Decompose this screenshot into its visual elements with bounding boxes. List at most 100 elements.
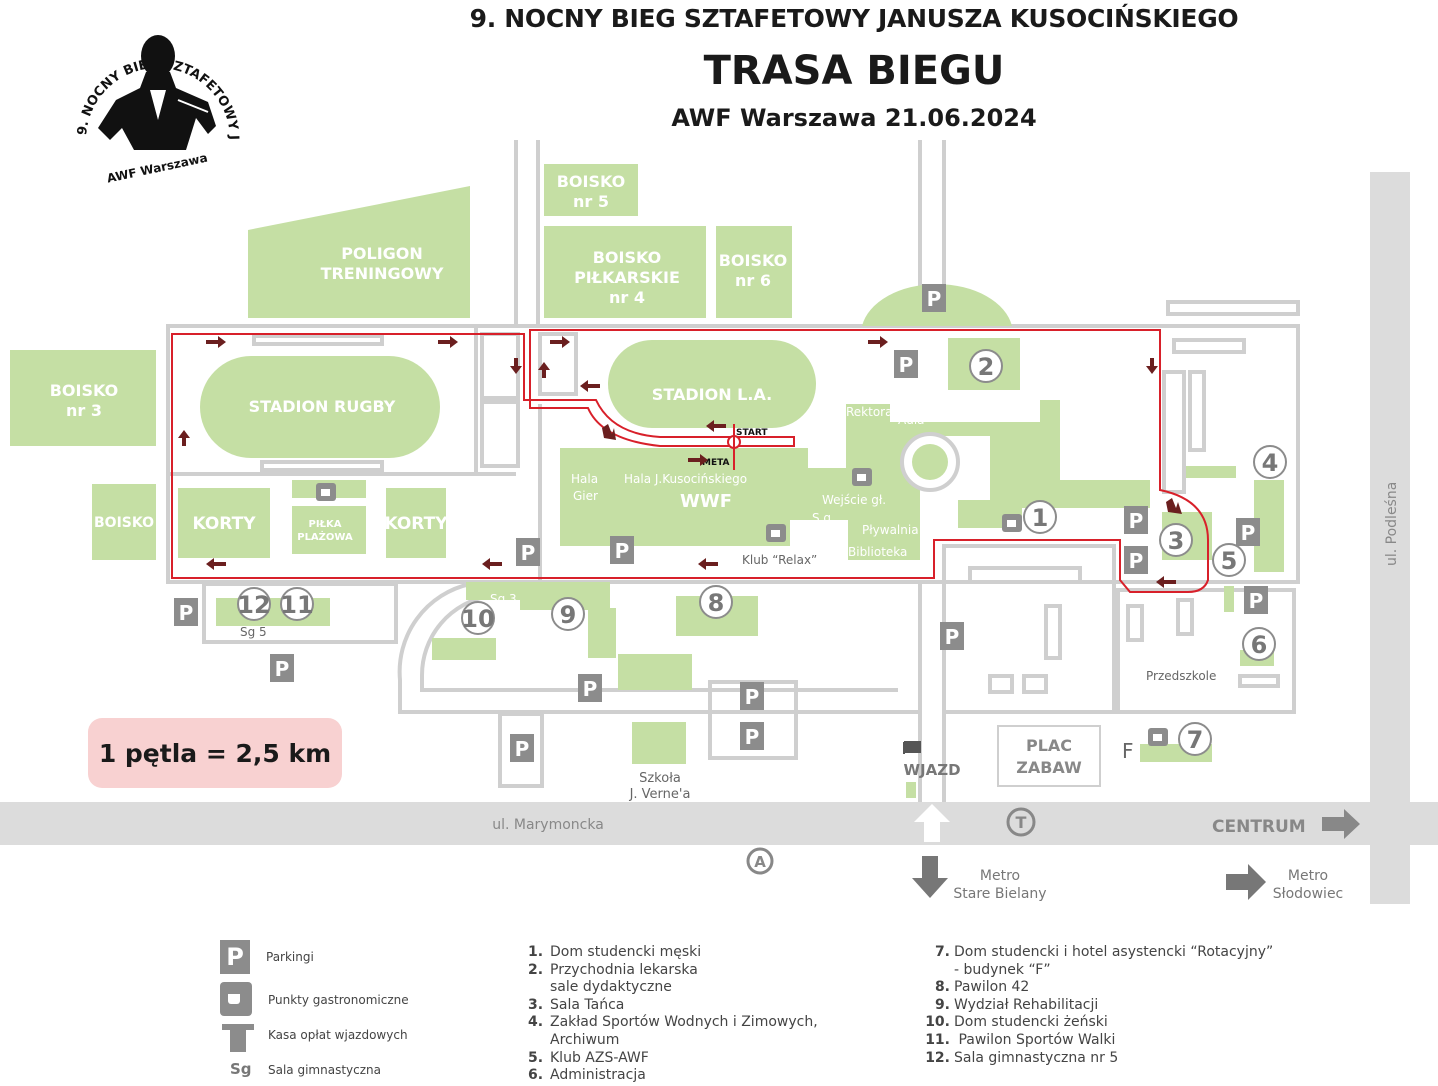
rektorat-label: Rektorat bbox=[846, 405, 897, 419]
hala-kuso-label: Hala J.Kusocińskiego bbox=[624, 472, 747, 486]
plac-label: PLAC bbox=[1026, 736, 1072, 755]
cup-icon bbox=[321, 489, 330, 496]
gastro-markers bbox=[316, 468, 1168, 746]
building-badge-10: 10 bbox=[461, 605, 494, 633]
building-badge-1: 1 bbox=[1032, 504, 1049, 532]
metro-right-arrow-icon bbox=[1226, 864, 1266, 900]
list-item: sale dydaktyczne bbox=[550, 979, 672, 996]
list-item: 6.Administracja bbox=[528, 1067, 646, 1084]
building-badge-4: 4 bbox=[1262, 449, 1279, 477]
list-item: 10.Dom studencki żeński bbox=[925, 1014, 1108, 1031]
wejscie-label: Wejście gł. bbox=[822, 493, 886, 507]
pilka-label-1: PIŁKA bbox=[309, 519, 342, 530]
klub-relax-label: Klub “Relax” bbox=[742, 553, 817, 567]
biblioteka-label: Biblioteka bbox=[848, 545, 907, 559]
bus-stop-icon bbox=[746, 847, 774, 875]
parking-icon: P bbox=[899, 353, 914, 377]
building-badge-6: 6 bbox=[1251, 631, 1268, 659]
boisko-label: BOISKO bbox=[94, 515, 154, 531]
stadion-rugby-field bbox=[200, 356, 440, 458]
korty-1-field bbox=[178, 488, 270, 558]
parking-icon: P bbox=[745, 725, 760, 749]
building-badge-2: 2 bbox=[978, 353, 995, 381]
marymoncka-label: ul. Marymoncka bbox=[492, 817, 604, 833]
parking-icon: P bbox=[521, 541, 536, 565]
parking-icon: P bbox=[927, 287, 942, 311]
boisko6-label: BOISKO bbox=[719, 251, 788, 270]
list-item: 1.Dom studencki męski bbox=[528, 944, 702, 960]
cup-icon bbox=[1007, 520, 1016, 527]
building-green-small bbox=[618, 654, 692, 690]
boisko-field bbox=[92, 484, 156, 560]
metro-2-label: Metro bbox=[1288, 868, 1328, 884]
building-badge-9: 9 bbox=[560, 601, 577, 629]
bus-symbol: A bbox=[754, 853, 766, 871]
building-list-b: 7.Dom studencki i hotel asystencki “Rota… bbox=[916, 944, 1336, 1067]
cup-icon bbox=[857, 474, 866, 481]
start-label: START bbox=[736, 428, 768, 438]
korty-2-field bbox=[386, 488, 446, 558]
szkola-label: Szkoła bbox=[639, 771, 681, 786]
pilka-plazowa-field bbox=[292, 506, 366, 554]
tram-symbol: T bbox=[1016, 813, 1027, 832]
parking-icon: P bbox=[1129, 549, 1144, 573]
parking-icon: P bbox=[179, 601, 194, 625]
building-f-label: F bbox=[1122, 739, 1134, 763]
parking-icon: P bbox=[515, 737, 530, 761]
metro-down-arrow-icon bbox=[912, 856, 948, 898]
poligon-label-2: TRENINGOWY bbox=[321, 264, 444, 283]
legend-sg-label: Sala gimnastyczna bbox=[268, 1063, 381, 1077]
metro-1-label-2: Stare Bielany bbox=[953, 886, 1046, 902]
boisko-3-field bbox=[10, 350, 156, 446]
legend-sg-symbol: Sg bbox=[230, 1060, 252, 1078]
event-date: AWF Warszawa 21.06.2024 bbox=[671, 104, 1037, 132]
podlesna-label: ul. Podleśna bbox=[1384, 482, 1400, 566]
building-badge-7: 7 bbox=[1187, 726, 1204, 754]
building-badge-3: 3 bbox=[1168, 527, 1185, 555]
boisko4-label: BOISKO bbox=[593, 248, 662, 267]
poligon-field bbox=[248, 186, 470, 318]
centrum-label: CENTRUM bbox=[1212, 817, 1306, 837]
korty-1-label: KORTY bbox=[192, 514, 256, 534]
przedszkole-label: Przedszkole bbox=[1146, 669, 1216, 683]
event-logo: 9. NOCNY BIEG SZTAFETOWY JANUSZA KUSOCIŃ… bbox=[58, 0, 241, 186]
boisko-6-field bbox=[716, 226, 792, 318]
szkola-label-2: J. Verne'a bbox=[629, 787, 691, 802]
cup-icon bbox=[771, 530, 780, 537]
list-item: 12.Sala gimnastyczna nr 5 bbox=[925, 1049, 1119, 1066]
runner-icon bbox=[98, 35, 216, 150]
metro-2-label-2: Słodowiec bbox=[1273, 886, 1344, 902]
boisko-4-field bbox=[544, 226, 706, 318]
parking-icon: P bbox=[945, 625, 960, 649]
boisko5-label: BOISKO bbox=[557, 172, 626, 191]
hala-gier-label: Hala bbox=[571, 472, 598, 486]
race-route bbox=[171, 329, 1209, 593]
sg4-label: S.g 4 bbox=[812, 451, 843, 465]
legend-parking-label: Parkingi bbox=[266, 950, 314, 964]
boisko6-label-2: nr 6 bbox=[735, 271, 771, 290]
legend-gastro-icon bbox=[220, 982, 252, 1016]
list-item: - budynek “F” bbox=[954, 961, 1051, 978]
metro-1-label: Metro bbox=[980, 868, 1020, 884]
list-item: 2.Przychodnia lekarska bbox=[528, 961, 698, 978]
sg3-label: Sg 3 bbox=[490, 592, 517, 606]
list-item: 4.Zakład Sportów Wodnych i Zimowych, bbox=[528, 1014, 818, 1031]
tram-stop-icon bbox=[1006, 807, 1036, 837]
wwf-label: WWF bbox=[680, 491, 732, 512]
parking-icon: P bbox=[615, 539, 630, 563]
cup-icon bbox=[228, 994, 240, 1004]
boisko3-label-2: nr 3 bbox=[66, 401, 102, 420]
parking-icon: P bbox=[1249, 589, 1264, 613]
plac-label-2: ZABAW bbox=[1016, 758, 1082, 777]
parking-icon: P bbox=[275, 657, 290, 681]
building-badge-5: 5 bbox=[1221, 547, 1238, 575]
cup-icon bbox=[1153, 734, 1162, 741]
parking-icon: P bbox=[1241, 521, 1256, 545]
page-title: 9. NOCNY BIEG SZTAFETOWY JANUSZA KUSOCIŃ… bbox=[469, 4, 1239, 33]
list-item: 9.Wydział Rehabilitacji bbox=[934, 996, 1099, 1013]
boisko4-label-3: nr 4 bbox=[609, 288, 645, 307]
legend-gastro-label: Punkty gastronomiczne bbox=[268, 993, 409, 1007]
legend-kasa-icon bbox=[222, 1024, 254, 1052]
aula-label: Aula bbox=[898, 413, 925, 427]
